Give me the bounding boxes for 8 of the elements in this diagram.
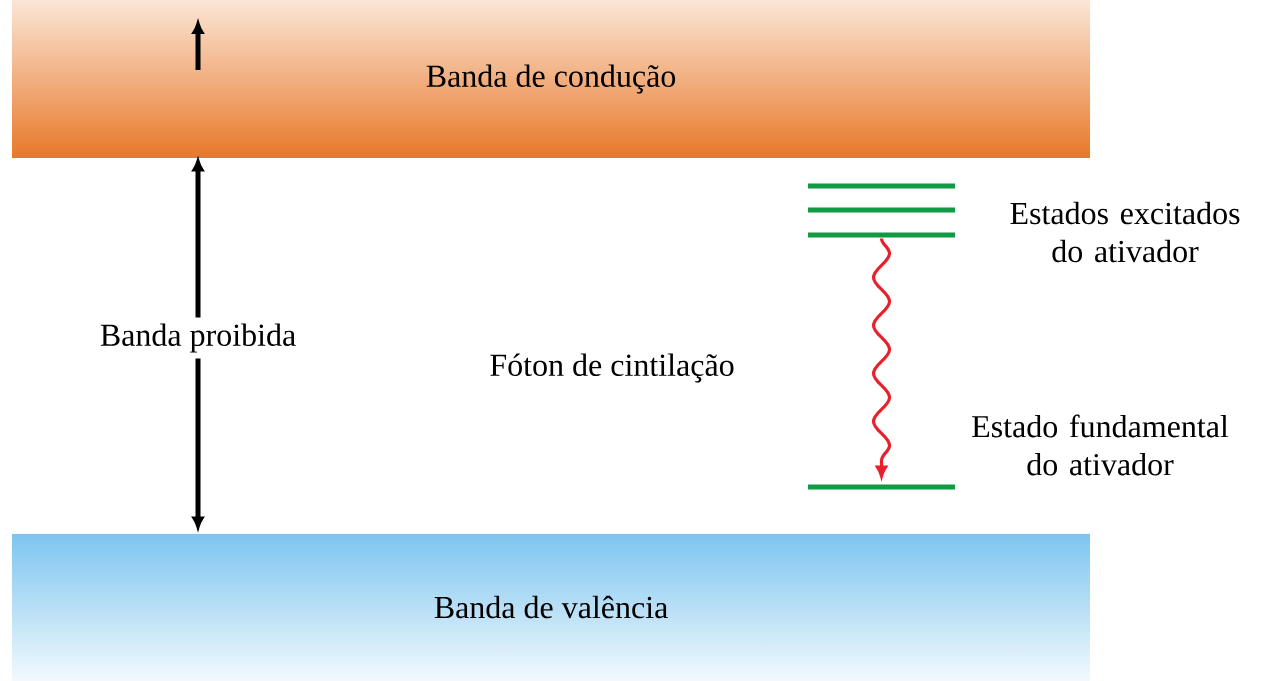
- energy-band: Banda de condução: [12, 0, 1090, 158]
- edge-label: Banda proibida: [93, 317, 303, 359]
- level-label: Estado fundamental do ativador: [972, 414, 1229, 476]
- photon-label: Fóton de cintilação: [490, 353, 734, 383]
- energy-level: [808, 484, 955, 490]
- level-label: Estados excitados do ativador: [1010, 201, 1240, 263]
- energy-level: [808, 183, 955, 238]
- energy-band: Banda de valência: [12, 533, 1090, 681]
